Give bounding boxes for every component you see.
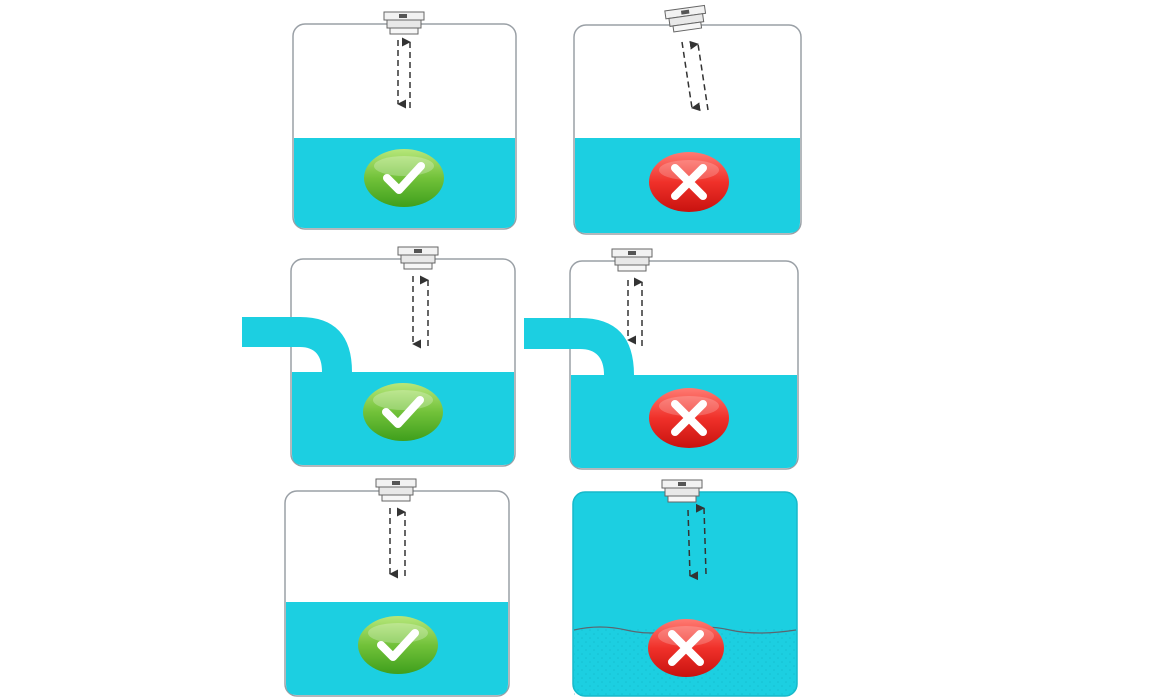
beam-row2-left [412,275,429,349]
inlet-pipe-row2-right [524,318,634,375]
cross-icon [648,619,724,677]
sensor-row3-left [375,478,417,502]
check-icon [364,149,444,207]
beam-row1-right [681,40,709,112]
sensor-row3-right [661,479,703,503]
panel-row1-right [573,4,802,235]
beam-row1-left [397,37,411,109]
inlet-pipe-row2-left [242,317,352,372]
sensor-row1-right [664,4,707,33]
beam-row3-left [389,507,406,579]
beam-row3-right [687,503,707,581]
panel-row3-left [284,478,510,697]
panel-row1-left [292,11,517,230]
check-icon [363,383,443,441]
cross-icon [649,388,729,448]
cross-icon [649,152,729,212]
panel-row2-left [242,246,516,467]
beam-row2-right [627,277,643,346]
sensor-row2-right [611,248,653,272]
check-icon [358,616,438,674]
sensor-row2-left [397,246,439,270]
panel-row2-right [524,248,799,470]
panel-row3-right [572,479,798,697]
sensor-row1-left [383,11,425,35]
